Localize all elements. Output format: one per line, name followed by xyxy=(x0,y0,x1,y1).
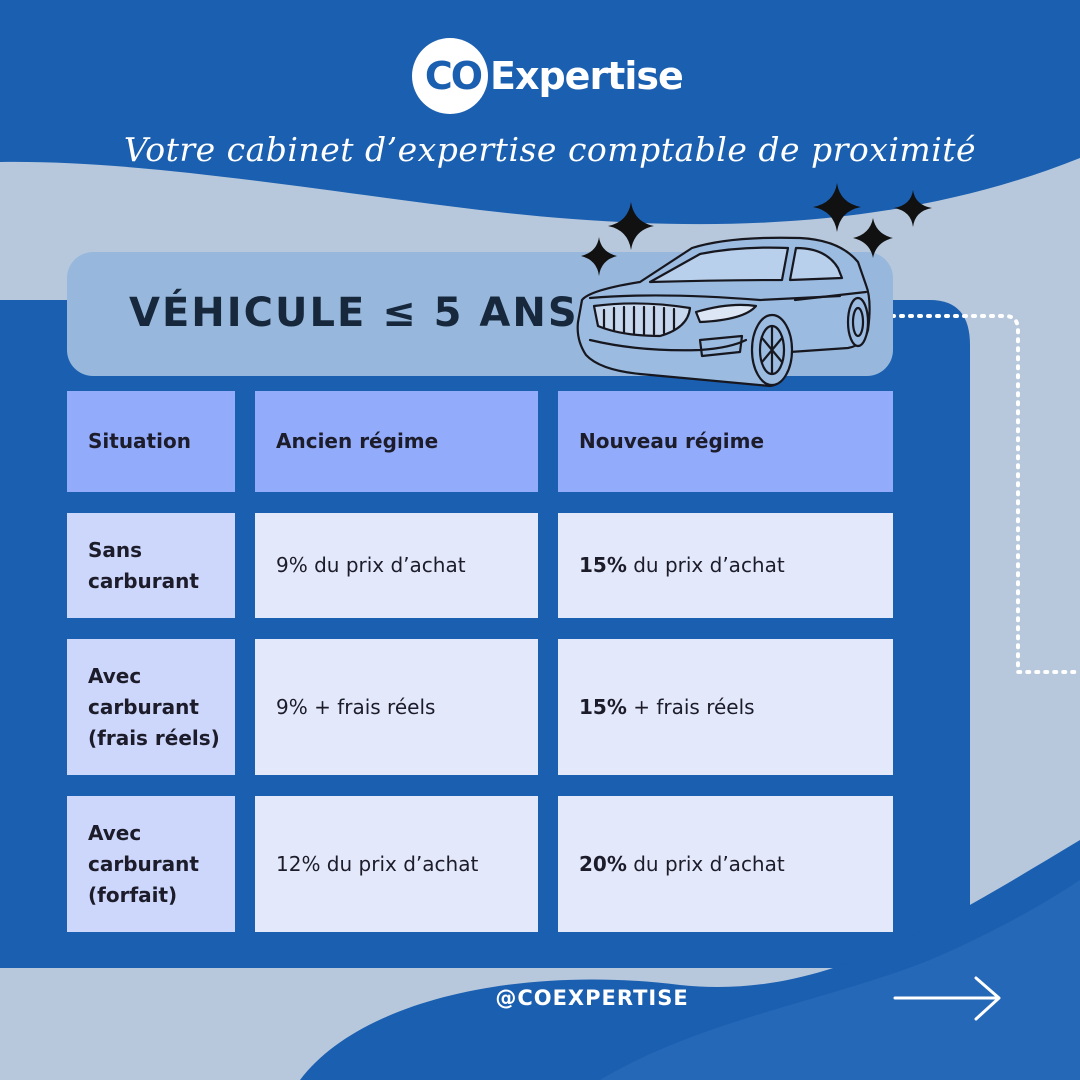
ancien-value: 12% du prix d’achat xyxy=(276,851,479,876)
table-row-nouveau: 15% + frais réels xyxy=(558,639,893,775)
header-nouveau-label: Nouveau régime xyxy=(579,429,765,453)
ancien-value: 9% + frais réels xyxy=(276,694,436,719)
sparkle-icon xyxy=(608,202,654,250)
nouveau-rate: 15% xyxy=(579,694,627,719)
table-row-situation: Avec carburant (frais réels) xyxy=(67,639,235,775)
page-title: VÉHICULE ≤ 5 ANS xyxy=(129,290,579,336)
ancien-value: 9% du prix d’achat xyxy=(276,553,466,577)
situation-line: carburant xyxy=(88,851,199,876)
situation-line: Avec xyxy=(88,663,142,688)
situation-line: carburant xyxy=(88,694,199,719)
handle-text[interactable]: @COEXPERTISE xyxy=(495,986,689,1010)
header-ancien: Ancien régime xyxy=(255,391,538,492)
sparkle-icon xyxy=(581,237,617,276)
logo-co-text: CO xyxy=(424,54,483,98)
tagline: Votre cabinet d’expertise comptable de p… xyxy=(123,130,977,169)
footer-handle: @COEXPERTISE xyxy=(0,986,1080,1010)
sparkle-icon xyxy=(853,218,893,258)
table-row-ancien: 12% du prix d’achat xyxy=(255,796,538,932)
brand-logo: CO Expertise xyxy=(412,38,684,114)
table-row-nouveau: 15% du prix d’achat xyxy=(558,513,893,618)
table-row-ancien: 9% + frais réels xyxy=(255,639,538,775)
table-row-situation: Sans carburant xyxy=(67,513,235,618)
table-row-situation: Avec carburant (forfait) xyxy=(67,796,235,932)
situation-line: (frais réels) xyxy=(88,725,220,750)
table-row-nouveau: 20% du prix d’achat xyxy=(558,796,893,932)
nouveau-rest: + frais réels xyxy=(626,694,755,719)
situation-line: carburant xyxy=(88,568,199,593)
logo-expertise-text: Expertise xyxy=(490,54,684,98)
header-ancien-label: Ancien régime xyxy=(276,429,439,453)
logo-circle: CO xyxy=(412,38,488,114)
table-row-ancien: 9% du prix d’achat xyxy=(255,513,538,618)
situation-line: Avec xyxy=(88,820,142,845)
header-situation: Situation xyxy=(67,391,235,492)
sparkle-icon xyxy=(894,190,932,227)
situation-line: (forfait) xyxy=(88,882,178,907)
header-situation-label: Situation xyxy=(88,429,191,453)
situation-line: Sans xyxy=(88,537,143,562)
car-illustration xyxy=(576,236,871,388)
nouveau-rest: du prix d’achat xyxy=(626,553,785,577)
nouveau-rate: 15% xyxy=(579,553,627,577)
header-nouveau: Nouveau régime xyxy=(558,391,893,492)
nouveau-rest: du prix d’achat xyxy=(626,851,785,876)
arrow-right-icon xyxy=(893,976,1001,1021)
sparkle-icon xyxy=(813,183,861,232)
nouveau-rate: 20% xyxy=(579,851,627,876)
